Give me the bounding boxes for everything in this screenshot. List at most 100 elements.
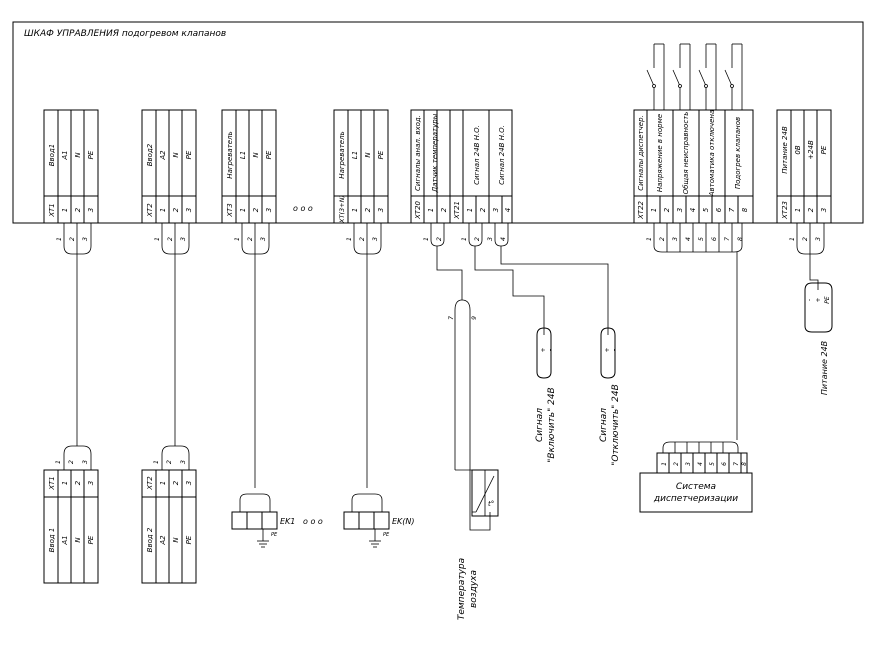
svg-text:1: 1 <box>55 237 63 241</box>
xt2-term-1: 1 <box>159 208 167 212</box>
xt2-sig-n: N <box>172 152 180 158</box>
svg-text:2: 2 <box>246 237 254 241</box>
cabinet-ellipsis: о о о <box>293 204 313 213</box>
svg-text:3: 3 <box>81 460 89 464</box>
svg-text:7: 7 <box>733 462 740 466</box>
terminal-block-xt22: Сигналы диспетчер. Напряжение в норме Об… <box>633 109 754 224</box>
xt22-sig-voltage: Напряжение в норме <box>656 114 664 192</box>
terminal-block-xt23: Питание 24В 0В +24В PE XT23 1 2 3 <box>776 109 832 224</box>
svg-text:Ввод 2: Ввод 2 <box>146 527 154 552</box>
svg-text:2: 2 <box>358 237 366 241</box>
svg-text:2: 2 <box>68 237 76 241</box>
svg-text:3: 3 <box>179 460 187 464</box>
xt20-term-2: 2 <box>440 207 448 212</box>
xt21-term-3: 3 <box>492 208 500 212</box>
xt2-sig-a2: A2 <box>159 150 167 161</box>
xt1-term-2: 2 <box>74 207 82 212</box>
xt2-term-2: 2 <box>172 207 180 212</box>
svg-text:7: 7 <box>723 236 731 241</box>
svg-text:2: 2 <box>473 237 481 241</box>
svg-text:8: 8 <box>741 462 748 466</box>
xt20-header: XT20 <box>414 200 422 220</box>
xt3-sig-pe: PE <box>265 150 273 159</box>
svg-text:3: 3 <box>87 481 95 485</box>
svg-text:3: 3 <box>814 237 822 241</box>
xt1-header: XT1 <box>48 203 56 218</box>
field-terminal-xt1: XT1 1 2 3 Ввод 1 A1 N PE 1 2 3 <box>43 460 99 584</box>
svg-text:5: 5 <box>709 462 716 466</box>
heater-ekn: PE EK(N) <box>343 511 415 548</box>
temperature-sensor: t° 7 9 Температура воздуха <box>448 316 499 620</box>
svg-text:2: 2 <box>172 480 180 485</box>
xt21-header: XT21 <box>453 201 461 220</box>
xt1-term-3: 3 <box>87 208 95 212</box>
relay-contacts <box>646 43 743 110</box>
xt3n-term-3: 3 <box>377 208 385 212</box>
xt3-sig-l1: L1 <box>239 151 247 159</box>
xt3-term-1: 1 <box>239 208 247 212</box>
xt2-header: XT2 <box>146 203 154 218</box>
terminal-block-xt20-xt21: Сигналы анал. вход. Датчик температуры X… <box>410 109 513 224</box>
xt23-sig-0v: 0В <box>794 145 802 154</box>
terminal-block-xt3: Нагреватель L1 N PE XT3 1 2 3 <box>221 109 277 224</box>
xt22-term-6: 6 <box>715 207 723 212</box>
svg-text:2: 2 <box>801 237 809 241</box>
xt1-sig-a1: A1 <box>61 150 69 160</box>
xt22-term-1: 1 <box>650 208 658 212</box>
svg-text:1: 1 <box>233 237 241 241</box>
xt23-term-1: 1 <box>794 208 802 212</box>
signal-on-label-1: Сигнал <box>535 408 545 442</box>
dispatch-label-1: Система <box>676 482 716 492</box>
power-cable-label: Питание 24В <box>820 341 829 395</box>
xt22-sig-fault: Общая неисправность <box>682 112 690 195</box>
xt3n-sig-n: N <box>364 152 372 158</box>
heater-ek1-label: EK1 <box>280 517 295 526</box>
signal-cable-off: + - Сигнал "Отключить" 24В <box>599 327 621 466</box>
svg-text:1: 1 <box>152 460 160 464</box>
xt23-term-2: 2 <box>807 207 815 212</box>
xt3n-sig-pe: PE <box>377 150 385 159</box>
xt3n-label: Нагреватель <box>338 131 346 178</box>
xt20-sig-sensor: Датчик температуры <box>431 113 439 193</box>
svg-text:9: 9 <box>471 316 478 320</box>
svg-text:2: 2 <box>74 480 82 485</box>
xt23-term-3: 3 <box>820 208 828 212</box>
xt2-sig-pe: PE <box>185 150 193 159</box>
xt2-label: Ввод2 <box>146 143 154 166</box>
dispatch-label-2: диспетчеризации <box>653 494 738 504</box>
svg-text:2: 2 <box>165 460 173 464</box>
xt21-term-4: 4 <box>504 208 512 212</box>
svg-text:1: 1 <box>159 481 167 485</box>
xt3-term-3: 3 <box>265 208 273 212</box>
xt20-label: Сигналы анал. вход. <box>414 115 422 191</box>
svg-text:1: 1 <box>61 481 69 485</box>
wiring <box>63 223 825 531</box>
svg-text:1: 1 <box>153 237 161 241</box>
xt22-sig-auto-off: Автоматика отключена <box>708 110 716 197</box>
svg-text:-: - <box>806 299 813 301</box>
svg-text:4: 4 <box>499 237 507 241</box>
xt2-term-3: 3 <box>185 208 193 212</box>
svg-text:XT2: XT2 <box>146 476 154 491</box>
sensor-label-2: воздуха <box>469 570 479 608</box>
heater-ek1: PE EK1 <box>231 511 295 548</box>
xt3n-sig-l1: L1 <box>351 151 359 159</box>
svg-text:-: - <box>547 349 554 351</box>
xt22-header: XT22 <box>637 200 645 220</box>
xt22-term-8: 8 <box>741 207 749 212</box>
cabinet-title: ШКАФ УПРАВЛЕНИЯ подогревом клапанов <box>24 29 226 39</box>
xt22-label: Сигналы диспетчер. <box>637 115 645 191</box>
svg-text:4: 4 <box>684 237 692 241</box>
svg-text:3: 3 <box>185 481 193 485</box>
svg-text:-: - <box>611 349 618 351</box>
svg-text:A2: A2 <box>159 535 167 546</box>
svg-text:XT1: XT1 <box>48 476 56 491</box>
xt3-term-2: 2 <box>252 207 260 212</box>
xt3n-term-2: 2 <box>364 207 372 212</box>
xt1-sig-pe: PE <box>87 150 95 159</box>
svg-text:3: 3 <box>671 237 679 241</box>
svg-text:PE: PE <box>87 535 95 544</box>
svg-text:PE: PE <box>185 535 193 544</box>
svg-text:7: 7 <box>448 316 455 320</box>
svg-text:A1: A1 <box>61 535 69 545</box>
